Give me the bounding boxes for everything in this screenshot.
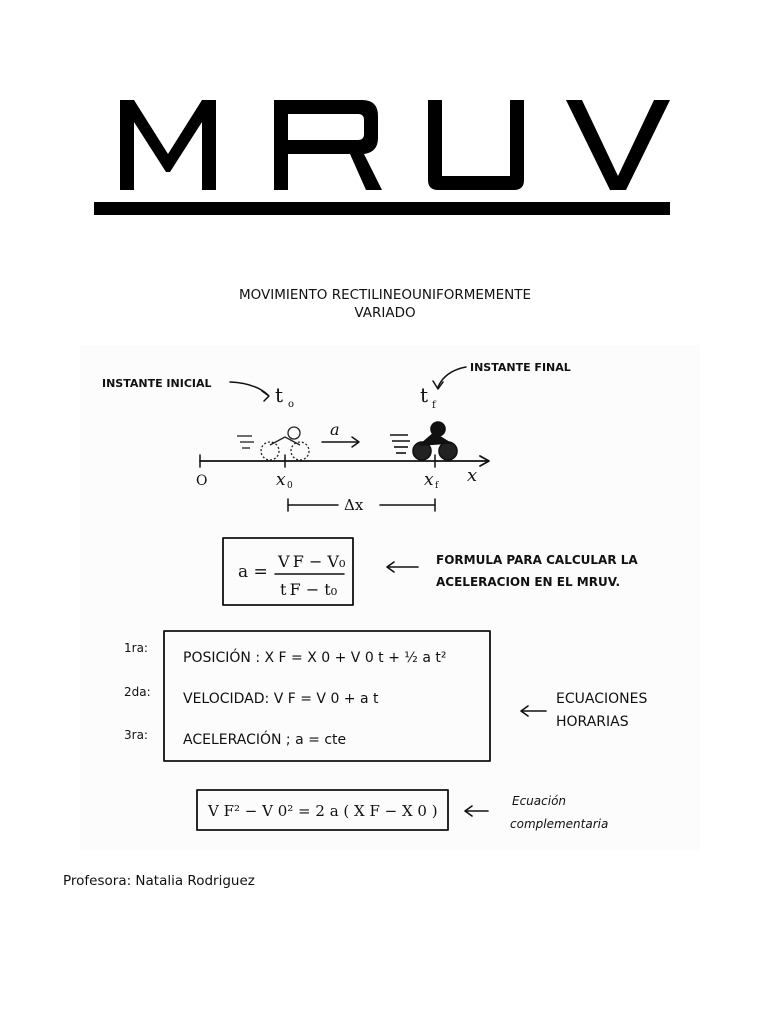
arrow-initial-icon	[229, 381, 269, 396]
equations-note-line-2: HORARIAS	[556, 714, 629, 730]
motorcycle-initial-icon	[237, 426, 310, 461]
formula-note-line-2: ACELERACION EN EL MRUV.	[436, 575, 620, 589]
arrow-final-icon	[437, 366, 467, 388]
x-axis-arrow-icon	[479, 455, 490, 467]
ordinal-2: 2da:	[124, 685, 151, 699]
mruv-diagram-figure: INSTANTE INICIAL t o INSTANTE FINAL t f …	[80, 345, 700, 850]
title-letter-u	[428, 100, 524, 190]
formula-note-line-1: FORMULA PARA CALCULAR LA	[436, 553, 638, 567]
label-a: a	[330, 420, 340, 439]
acceleration-formula-box	[222, 537, 354, 606]
label-x0: x	[276, 470, 286, 490]
subtitle-line-2: VARIADO	[354, 305, 416, 321]
equation-velocity: VELOCIDAD: V F = V 0 + a t	[183, 691, 379, 707]
label-tf: t	[420, 383, 428, 407]
label-t0-sub: o	[288, 399, 294, 410]
equation-acceleration: ACELERACIÓN ; a = cte	[183, 730, 346, 748]
motorcycle-final-icon	[390, 421, 458, 461]
label-axis-x: x	[467, 465, 477, 486]
subtitle: MOVIMIENTO RECTILINEOUNIFORMEMENTE VARIA…	[160, 286, 610, 322]
label-instante-final: INSTANTE FINAL	[470, 361, 571, 374]
label-origin: O	[196, 473, 207, 489]
complementary-note-line-2: complementaria	[510, 817, 608, 831]
formula-denominator: t F − t₀	[280, 580, 337, 599]
title-letter-v	[566, 100, 670, 190]
author-footer: Profesora: Natalia Rodriguez	[63, 873, 255, 889]
label-xf-sub: f	[435, 481, 439, 491]
equation-position: POSICIÓN : X F = X 0 + V 0 t + ½ a t²	[183, 648, 446, 666]
label-delta-x: Δx	[344, 496, 364, 514]
label-instante-inicial: INSTANTE INICIAL	[102, 377, 212, 390]
title-letter-r	[274, 100, 382, 190]
label-t0: t	[275, 383, 283, 407]
subtitle-line-1: MOVIMIENTO RECTILINEOUNIFORMEMENTE	[239, 287, 531, 303]
label-xf: x	[424, 470, 434, 490]
equations-note-line-1: ECUACIONES	[556, 691, 647, 707]
formula-lhs: a =	[238, 562, 268, 582]
label-tf-sub: f	[432, 400, 437, 411]
equations-box	[163, 630, 491, 762]
title-underline	[94, 202, 670, 215]
ordinal-3: 3ra:	[124, 728, 148, 742]
complementary-note-line-1: Ecuación	[512, 794, 566, 808]
page-title	[94, 100, 670, 215]
complementary-equation: V F² − V 0² = 2 a ( X F − X 0 )	[207, 802, 438, 820]
complementary-equation-box	[196, 789, 449, 831]
title-letter-m	[120, 100, 216, 190]
label-x0-sub: 0	[287, 481, 293, 491]
formula-numerator: V F − V₀	[277, 552, 345, 571]
ordinal-1: 1ra:	[124, 641, 148, 655]
